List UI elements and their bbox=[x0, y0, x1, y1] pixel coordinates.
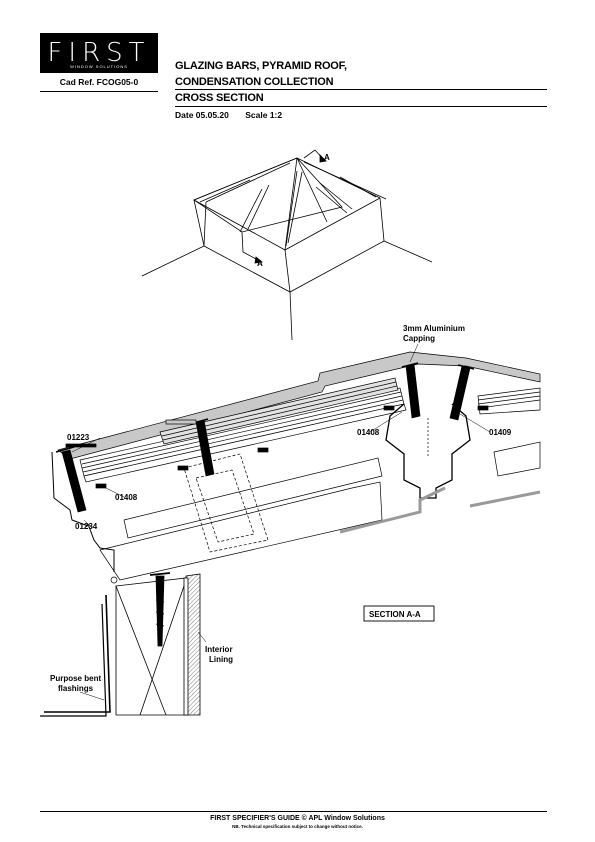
leader-lines bbox=[71, 343, 491, 701]
screw-right bbox=[449, 365, 471, 421]
pyramid-ridge-front bbox=[284, 157, 298, 251]
section-label-box bbox=[363, 605, 435, 622]
title-line-2: CONDENSATION COLLECTION bbox=[175, 76, 334, 88]
label-01408-left: 01408 bbox=[115, 493, 138, 502]
date-text: Date 05.05.20 bbox=[175, 110, 229, 120]
title-line-1: GLAZING BARS, PYRAMID ROOF, bbox=[175, 60, 347, 72]
scale-text: Scale 1:2 bbox=[245, 110, 283, 120]
title-line-3: CROSS SECTION bbox=[175, 92, 264, 104]
logo-text: FIRST bbox=[47, 38, 151, 68]
cad-ref-underline bbox=[40, 91, 158, 92]
label-01223: 01223 bbox=[67, 433, 90, 442]
cross-section bbox=[51, 351, 541, 584]
label-capping-2: Capping bbox=[403, 334, 435, 343]
drawing-title: GLAZING BARS, PYRAMID ROOF, CONDENSATION… bbox=[175, 58, 347, 106]
first-logo: FIRST WINDOW SOLUTIONS bbox=[40, 33, 158, 73]
label-flashing-2: flashings bbox=[58, 684, 94, 693]
screw-mid-2 bbox=[405, 363, 421, 419]
label-capping-1: 3mm Aluminium bbox=[403, 324, 465, 333]
title-divider-1 bbox=[175, 89, 547, 90]
label-flashing-1: Purpose bent bbox=[50, 674, 101, 683]
section-marker-top: A bbox=[324, 153, 330, 162]
wall-box bbox=[115, 577, 187, 716]
pyramid-roof-view bbox=[141, 149, 433, 341]
label-01234: 01234 bbox=[75, 522, 98, 531]
logo-tagline: WINDOW SOLUTIONS bbox=[70, 64, 128, 69]
wall-plate-detail bbox=[40, 572, 201, 717]
title-divider-2 bbox=[175, 106, 547, 107]
ridge-profile bbox=[385, 403, 471, 499]
screw-left bbox=[61, 449, 87, 513]
label-interior-1: Interior bbox=[205, 645, 233, 654]
label-section: SECTION A-A bbox=[369, 610, 421, 619]
label-01408-mid: 01408 bbox=[357, 428, 380, 437]
wall-screw bbox=[155, 575, 165, 647]
cad-ref: Cad Ref. FCOG05-0 bbox=[59, 77, 139, 87]
purpose-bent-flashing bbox=[44, 594, 111, 713]
footer-main: FIRST SPECIFIER'S GUIDE © APL Window Sol… bbox=[210, 815, 385, 822]
aluminium-capping bbox=[57, 351, 541, 460]
label-01409: 01409 bbox=[489, 428, 512, 437]
footer-sub: NB. Technical specification subject to c… bbox=[232, 824, 363, 829]
label-interior-2: Lining bbox=[209, 655, 233, 664]
date-scale-line: Date 05.05.20 Scale 1:2 bbox=[175, 110, 296, 120]
section-marker-bottom: A bbox=[257, 259, 263, 268]
footer-divider bbox=[40, 811, 547, 812]
